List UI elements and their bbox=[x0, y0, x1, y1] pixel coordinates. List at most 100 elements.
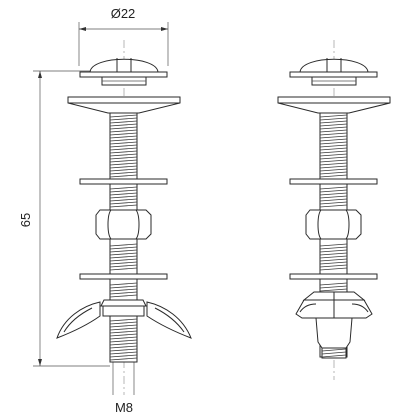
thread-line bbox=[109, 129, 138, 133]
thread-line bbox=[319, 186, 348, 190]
thread-line bbox=[109, 342, 138, 346]
thread-line bbox=[319, 249, 348, 253]
thread-line bbox=[319, 117, 348, 121]
thread-line bbox=[109, 249, 138, 253]
thread-line bbox=[109, 255, 138, 259]
thread-line bbox=[109, 189, 138, 193]
length-label: 65 bbox=[18, 213, 33, 227]
hex-nut bbox=[95, 209, 152, 240]
thread-line bbox=[109, 117, 138, 121]
expansion-anchor bbox=[295, 291, 373, 349]
thread-line bbox=[109, 162, 138, 166]
thread-line bbox=[319, 165, 348, 169]
thread-line bbox=[319, 258, 348, 262]
thread-line bbox=[319, 138, 348, 142]
thread-line bbox=[109, 120, 138, 124]
thread-line bbox=[319, 144, 348, 148]
thread-line bbox=[109, 351, 138, 355]
thread-line bbox=[319, 126, 348, 130]
thread-line bbox=[109, 318, 138, 322]
thread-line bbox=[109, 201, 138, 205]
thread-line bbox=[109, 243, 138, 247]
wing-nut bbox=[56, 299, 192, 339]
thread-line bbox=[109, 147, 138, 151]
thread-line bbox=[319, 174, 348, 178]
thread-line bbox=[109, 345, 138, 349]
thread-line bbox=[109, 285, 138, 289]
washer-upper-right bbox=[289, 178, 378, 185]
thread-line bbox=[109, 153, 138, 157]
diameter-label: Ø22 bbox=[111, 6, 136, 21]
washer-lower bbox=[79, 273, 168, 280]
thread-line bbox=[109, 264, 138, 268]
cover-cap bbox=[67, 96, 181, 114]
thread-line bbox=[109, 165, 138, 169]
thread-label: M8 bbox=[115, 400, 133, 415]
thread-line bbox=[319, 147, 348, 151]
thread-line bbox=[319, 282, 348, 286]
thread-line bbox=[319, 192, 348, 196]
thread-line bbox=[109, 294, 138, 298]
thread-line bbox=[109, 282, 138, 286]
thread-line bbox=[319, 195, 348, 199]
thread-line bbox=[319, 168, 348, 172]
thread-line bbox=[319, 201, 348, 205]
thread-line bbox=[319, 114, 348, 118]
thread-line bbox=[319, 156, 348, 160]
thread-line bbox=[319, 264, 348, 268]
screw-head bbox=[79, 58, 168, 86]
thread-line bbox=[109, 138, 138, 142]
thread-line bbox=[109, 135, 138, 139]
thread-line bbox=[109, 171, 138, 175]
thread-line bbox=[109, 336, 138, 340]
thread-line bbox=[319, 141, 348, 145]
thread-line bbox=[321, 348, 347, 352]
thread-line bbox=[109, 327, 138, 331]
washer-upper bbox=[79, 178, 168, 185]
thread-line bbox=[319, 246, 348, 250]
thread-line bbox=[319, 204, 348, 208]
thread-line bbox=[319, 261, 348, 265]
thread-line bbox=[109, 132, 138, 136]
thread-line bbox=[319, 120, 348, 124]
thread-line bbox=[109, 324, 138, 328]
thread-line bbox=[109, 246, 138, 250]
thread-line bbox=[109, 168, 138, 172]
thread-line bbox=[109, 204, 138, 208]
thread-line bbox=[319, 132, 348, 136]
right-assembly-view bbox=[277, 40, 391, 380]
thread-line bbox=[319, 198, 348, 202]
diameter-dimension: Ø22 bbox=[78, 6, 169, 66]
thread-line bbox=[109, 288, 138, 292]
thread-line bbox=[109, 198, 138, 202]
thread-line bbox=[319, 153, 348, 157]
thread-line bbox=[319, 288, 348, 292]
thread-line bbox=[109, 291, 138, 295]
thread-line bbox=[109, 144, 138, 148]
thread-line bbox=[319, 171, 348, 175]
thread-line bbox=[109, 321, 138, 325]
thread-line bbox=[109, 159, 138, 163]
thread-line bbox=[109, 150, 138, 154]
left-assembly-view: Ø22 65 M8 bbox=[18, 6, 192, 415]
thread-line bbox=[109, 156, 138, 160]
screw-head-right bbox=[289, 58, 378, 86]
thread-line bbox=[319, 150, 348, 154]
thread-line bbox=[109, 330, 138, 334]
thread-line bbox=[109, 339, 138, 343]
length-dimension: 65 bbox=[18, 70, 110, 367]
thread-line bbox=[109, 114, 138, 118]
thread-line bbox=[319, 285, 348, 289]
thread-line bbox=[109, 174, 138, 178]
thread-line bbox=[319, 162, 348, 166]
thread-line bbox=[319, 189, 348, 193]
cover-cap-right bbox=[277, 96, 391, 114]
thread-line bbox=[109, 333, 138, 337]
thread-line bbox=[109, 261, 138, 265]
thread-line bbox=[319, 135, 348, 139]
thread-line bbox=[109, 354, 138, 358]
thread-line bbox=[109, 186, 138, 190]
thread-line bbox=[321, 351, 347, 355]
thread-line bbox=[321, 354, 347, 358]
